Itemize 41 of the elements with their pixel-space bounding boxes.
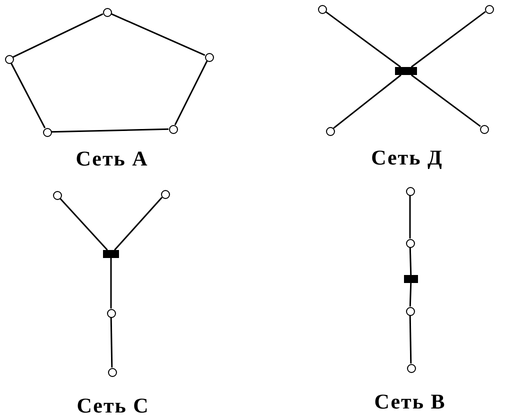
connector-line <box>12 13 104 58</box>
connector-line <box>333 74 402 129</box>
node-circle <box>160 190 170 198</box>
hub-bar <box>395 67 417 75</box>
node-circle <box>42 128 52 136</box>
connector-line <box>114 196 163 250</box>
connector-line <box>410 74 481 127</box>
node-circle <box>326 126 334 136</box>
network-caption: Сеть С <box>76 394 150 415</box>
connector-line <box>110 13 206 56</box>
connector-line <box>110 317 113 368</box>
connector-line <box>110 258 112 308</box>
node-circle <box>406 238 414 248</box>
node-circle <box>318 4 326 14</box>
node-circle <box>204 52 214 62</box>
node-circle <box>106 308 116 318</box>
network-caption: Сеть Д <box>371 146 443 170</box>
connector-line <box>409 282 412 307</box>
node-circle <box>168 124 178 134</box>
connector-line <box>409 247 412 276</box>
node-circle <box>480 124 488 134</box>
connector-line <box>10 62 46 128</box>
hub-bar <box>103 250 119 258</box>
connector-line <box>409 315 412 364</box>
hub-bar <box>404 275 418 283</box>
connector-line <box>410 11 486 68</box>
connector-line <box>174 60 208 126</box>
network-caption: Сеть А <box>76 147 148 171</box>
node-circle <box>102 8 112 16</box>
node-circle <box>484 4 494 14</box>
node-circle <box>406 186 414 196</box>
node-circle <box>108 368 116 376</box>
connector-line <box>409 196 411 238</box>
network-caption: Сеть В <box>374 390 446 414</box>
node-circle <box>4 54 14 64</box>
connector-line <box>59 198 108 250</box>
node-circle <box>406 306 414 316</box>
node-circle <box>52 190 62 200</box>
node-circle <box>406 364 416 372</box>
connector-line <box>51 128 169 133</box>
connector-line <box>325 11 402 68</box>
